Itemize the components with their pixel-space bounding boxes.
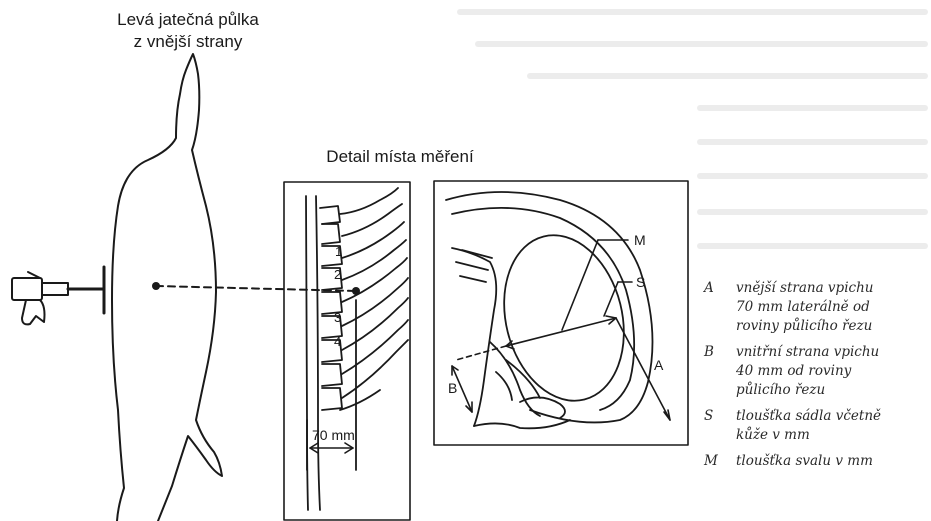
legend-item-m: M tloušťka svalu v mm [704, 452, 931, 471]
measurement-point-carcass [152, 282, 160, 290]
legend-item-a: A vnější strana vpichu 70 mm laterálně o… [704, 279, 931, 336]
probe-device-icon [12, 267, 104, 324]
vertebra-number-3: 3 [334, 310, 341, 325]
measurement-point-spine [352, 287, 360, 295]
vertebra-number-1: 1 [335, 244, 342, 259]
legend-key: B [704, 343, 714, 362]
legend-text-line: 40 mm od roviny [736, 362, 931, 381]
vertebra-number-4: 4 [334, 334, 341, 349]
vertebra-number-2: 2 [334, 267, 341, 282]
spine-drawing [306, 188, 408, 510]
legend-key: A [704, 279, 714, 298]
thickness-arrows [452, 240, 670, 420]
legend-text-line: tloušťka svalu v mm [736, 452, 931, 471]
label-m: M [634, 232, 646, 248]
legend-text-line: roviny půlicího řezu [736, 317, 931, 336]
label-a: A [654, 357, 664, 373]
legend-item-s: S tloušťka sádla včetně kůže v mm [704, 407, 931, 445]
label-s: S [636, 274, 645, 290]
legend-text-line: tloušťka sádla včetně [736, 407, 931, 426]
legend-text-line: půlicího řezu [736, 381, 931, 400]
legend-key: M [704, 452, 718, 471]
distance-label: 70 mm [312, 427, 355, 443]
cross-section-drawing [446, 192, 653, 428]
legend-text-line: vnější strana vpichu [736, 279, 931, 298]
distance-arrow [310, 443, 353, 453]
legend: A vnější strana vpichu 70 mm laterálně o… [704, 279, 931, 478]
label-b: B [448, 380, 457, 396]
legend-key: S [704, 407, 713, 426]
legend-text-line: 70 mm laterálně od [736, 298, 931, 317]
legend-item-b: B vnitřní strana vpichu 40 mm od roviny … [704, 343, 931, 400]
legend-text-line: kůže v mm [736, 426, 931, 445]
legend-text-line: vnitřní strana vpichu [736, 343, 931, 362]
